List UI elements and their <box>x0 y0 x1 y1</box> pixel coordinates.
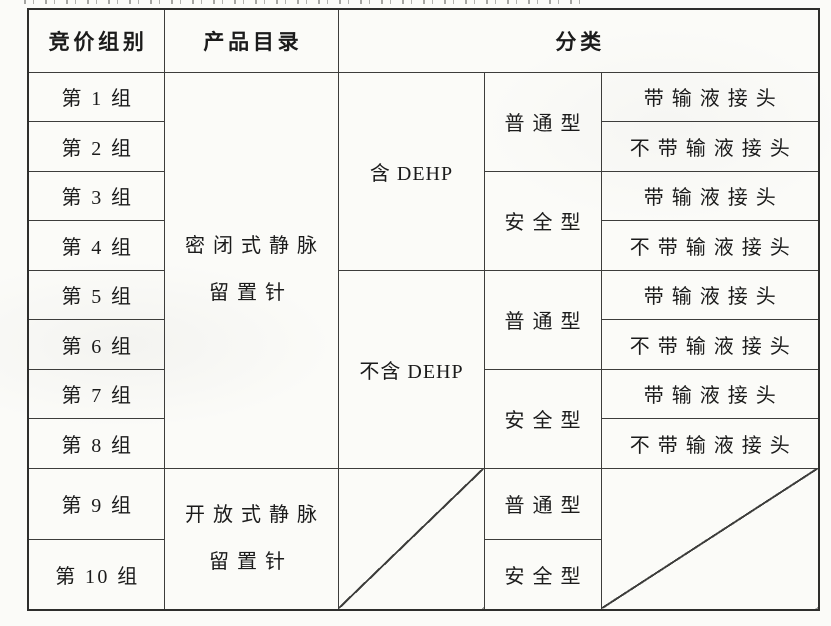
catalog-open-cell: 开放式静脉 留置针 <box>163 467 339 611</box>
connector-with-cell: 带输液接头 <box>600 269 820 320</box>
connector-without-cell: 不带输液接头 <box>600 319 820 370</box>
header-category: 分类 <box>337 8 820 73</box>
table-row: 第 2 组 不带输液接头 <box>27 121 820 172</box>
table-row: 第 8 组 不带输液接头 <box>27 418 820 469</box>
dehp-with-cell: 含 DEHP <box>337 71 485 271</box>
bidding-groups-table: 竞价组别 产品目录 分类 第 1 组 密闭式静脉 留置针 含 DEHP 普通型 … <box>27 8 821 611</box>
header-bidding-group: 竞价组别 <box>27 8 165 73</box>
connector-with-cell: 带输液接头 <box>600 170 820 221</box>
catalog-closed-cell: 密闭式静脉 留置针 <box>163 71 339 469</box>
type-normal-cell: 普通型 <box>483 269 602 370</box>
type-safety-cell: 安全型 <box>483 368 602 469</box>
table-row: 第 4 组 不带输液接头 <box>27 220 820 271</box>
type-normal-cell: 普通型 <box>483 467 602 540</box>
table-row: 第 6 组 不带输液接头 <box>27 319 820 370</box>
connector-with-cell: 带输液接头 <box>600 71 820 122</box>
group-5-cell: 第 5 组 <box>27 269 165 320</box>
connector-without-cell: 不带输液接头 <box>600 418 820 469</box>
empty-diagonal-cell <box>337 467 485 611</box>
cut-off-text-remnant <box>24 0 584 4</box>
group-2-cell: 第 2 组 <box>27 121 165 172</box>
table-row: 第 1 组 密闭式静脉 留置针 含 DEHP 普通型 带输液接头 <box>27 71 820 469</box>
type-safety-cell: 安全型 <box>483 538 602 611</box>
empty-diagonal-cell <box>600 467 820 611</box>
table-row: 第 10 组 安全型 <box>27 538 819 611</box>
table-row: 第 9 组 开放式静脉 留置针 普通型 <box>27 467 820 611</box>
group-9-cell: 第 9 组 <box>27 467 165 540</box>
type-normal-cell: 普通型 <box>483 71 602 172</box>
table-row: 第 3 组 安全型 带输液接头 <box>27 170 820 271</box>
group-1-cell: 第 1 组 <box>27 71 165 122</box>
table-row: 第 5 组 不含 DEHP 普通型 带输液接头 <box>27 269 820 469</box>
connector-without-cell: 不带输液接头 <box>600 121 820 172</box>
group-3-cell: 第 3 组 <box>27 170 165 221</box>
table-header-row: 竞价组别 产品目录 分类 <box>27 8 820 73</box>
group-6-cell: 第 6 组 <box>27 319 165 370</box>
type-safety-cell: 安全型 <box>483 170 602 271</box>
header-product-catalog: 产品目录 <box>163 8 339 73</box>
group-10-cell: 第 10 组 <box>27 538 165 611</box>
dehp-without-cell: 不含 DEHP <box>337 269 485 469</box>
group-8-cell: 第 8 组 <box>27 418 165 469</box>
group-4-cell: 第 4 组 <box>27 220 165 271</box>
table-row: 第 7 组 安全型 带输液接头 <box>27 368 820 469</box>
connector-with-cell: 带输液接头 <box>600 368 820 419</box>
group-7-cell: 第 7 组 <box>27 368 165 419</box>
connector-without-cell: 不带输液接头 <box>600 220 820 271</box>
